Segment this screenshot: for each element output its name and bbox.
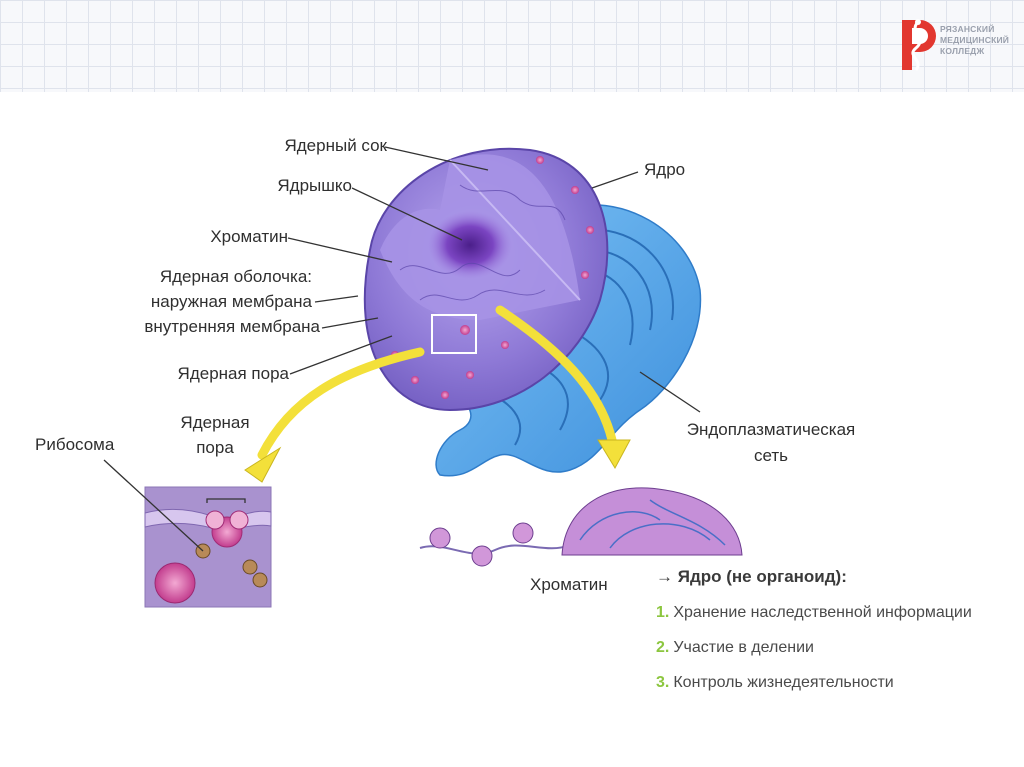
label-inset-pore-line2: пора xyxy=(196,438,234,457)
functions-list: 1.Хранение наследственной информации 2.У… xyxy=(656,601,996,706)
college-logo: РЯЗАНСКИЙ МЕДИЦИНСКИЙ КОЛЛЕДЖ xyxy=(896,14,1010,74)
label-chromatin: Хроматин xyxy=(210,227,288,246)
leader-lines xyxy=(103,146,701,552)
functions-title-text: Ядро (не органоид): xyxy=(677,567,847,586)
chromatin-strand xyxy=(419,487,743,567)
function-number: 3. xyxy=(656,674,670,691)
function-text: Участие в делении xyxy=(673,639,814,656)
label-nuclear-sap: Ядерный сок xyxy=(284,136,387,155)
label-er-line2: сеть xyxy=(753,446,789,465)
label-nuclear-pore: Ядерная пора xyxy=(177,364,289,383)
medical-caduceus-icon xyxy=(902,19,936,71)
label-envelope-title: Ядерная оболочка: xyxy=(159,267,312,286)
label-outer-membrane: наружная мембрана xyxy=(150,292,312,311)
label-chromatin-bottom: Хроматин xyxy=(530,575,608,594)
function-text: Контроль жизнедеятельности xyxy=(673,674,894,691)
label-inner-membrane: внутренняя мембрана xyxy=(144,317,320,336)
label-nucleolus: Ядрышко xyxy=(277,176,352,195)
function-text: Хранение наследственной информации xyxy=(673,604,972,621)
zoom-arrows xyxy=(244,305,631,483)
logo-line: КОЛЛЕДЖ xyxy=(940,46,985,56)
function-number: 1. xyxy=(656,604,670,621)
label-inset-pore-line1: Ядерная xyxy=(180,413,250,432)
functions-title: → Ядро (не органоид): xyxy=(656,567,847,587)
nucleolus-shape xyxy=(428,211,512,279)
logo-text: РЯЗАНСКИЙ МЕДИЦИНСКИЙ КОЛЛЕДЖ xyxy=(940,24,1010,57)
function-number: 2. xyxy=(656,639,670,656)
logo-line: РЯЗАНСКИЙ xyxy=(940,24,995,34)
function-item: 1.Хранение наследственной информации xyxy=(656,601,996,625)
logo-line: МЕДИЦИНСКИЙ xyxy=(940,35,1010,45)
function-item: 3.Контроль жизнедеятельности xyxy=(656,671,996,695)
label-er-line1: Эндоплазматическая xyxy=(686,420,856,439)
label-nucleus: Ядро xyxy=(644,160,686,179)
nucleus-sphere xyxy=(363,147,609,412)
grid-header-background xyxy=(0,0,1024,92)
function-item: 2.Участие в делении xyxy=(656,636,996,660)
arrow-icon: → xyxy=(656,567,673,586)
label-ribosome: Рибосома xyxy=(35,435,115,454)
nuclear-pore-inset xyxy=(144,486,272,608)
